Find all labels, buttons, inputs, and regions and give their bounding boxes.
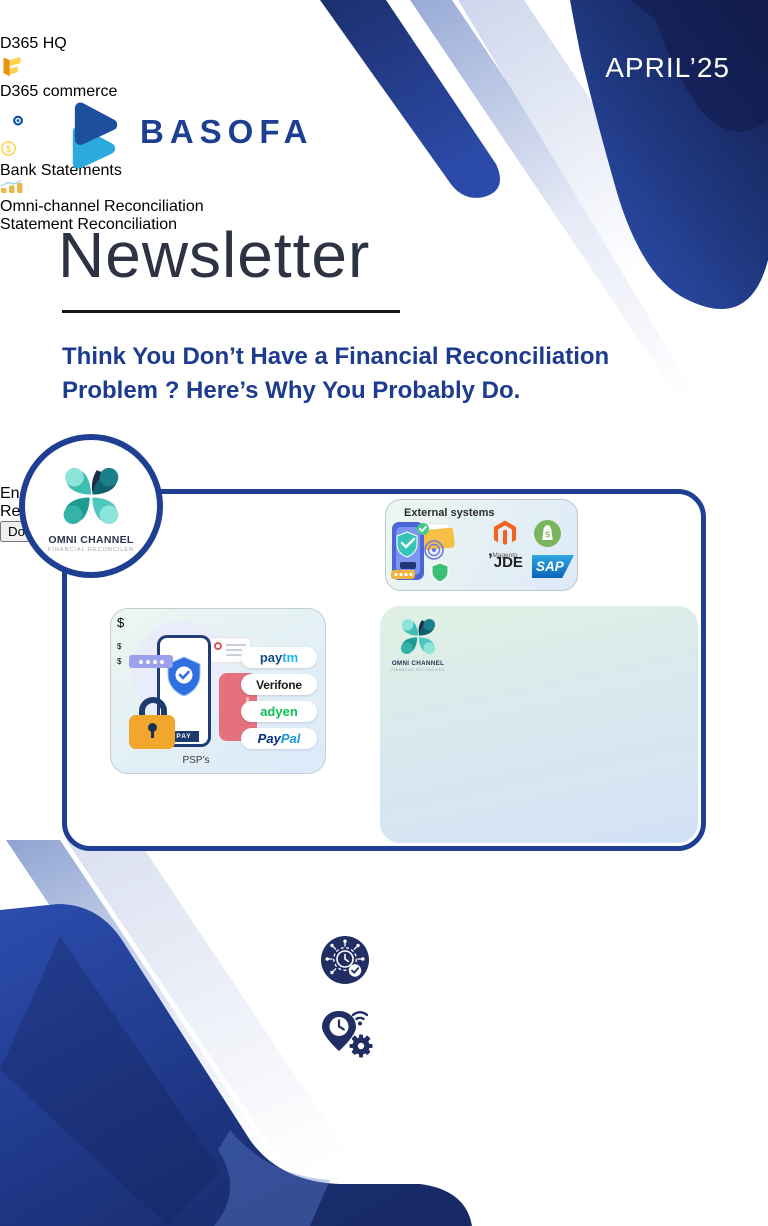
jde-logo: ’JDE	[488, 550, 523, 571]
padlock-icon	[139, 697, 167, 723]
brand-logo: BASOFA	[64, 94, 314, 170]
d365-commerce-label: D365 commerce	[0, 83, 118, 100]
page-title: Newsletter	[58, 219, 371, 291]
statement-reconciliation-label: Statement Reconciliation	[0, 216, 177, 233]
svg-text:$: $	[6, 144, 11, 154]
bank-node	[0, 101, 768, 140]
password-field-icon	[129, 655, 173, 668]
panel-omni-logo: OMNI CHANNEL FINANCIAL RECONCILER	[386, 614, 450, 672]
bank-building-icon	[2, 103, 34, 133]
payments-illustration-icon	[391, 522, 455, 583]
dollar-coin-icon: $	[1, 141, 16, 156]
svg-text:S: S	[545, 531, 551, 540]
connector-external-to-hq	[0, 234, 2, 287]
omni-channel-logo-icon	[400, 618, 436, 655]
d365-hq-label: D365 HQ	[0, 35, 67, 52]
corner-decoration-top-right	[320, 0, 768, 470]
shopify-icon: S	[534, 520, 561, 547]
omni-channel-name: OMNI CHANNEL	[391, 660, 445, 667]
connector-up-to-bank	[0, 373, 2, 485]
real-time-visibility-icon	[322, 1011, 373, 1058]
title-underline	[62, 310, 400, 313]
bank-statements-label: Bank Statements	[0, 162, 122, 179]
external-systems-box: External systems Magento	[385, 499, 578, 591]
d365-commerce-node: D365 commerce	[0, 53, 768, 101]
brand-name: BASOFA	[140, 113, 314, 150]
connector-hq-to-commerce	[0, 292, 2, 320]
bank-statements-badge: $ Bank Statements	[0, 140, 768, 198]
magento-icon	[493, 520, 517, 545]
sap-logo: SAP	[532, 555, 574, 578]
psp-caption: PSP’s	[182, 755, 210, 766]
omni-channel-tagline: FINANCIAL RECONCILER	[47, 546, 135, 553]
pay-button: PAY	[169, 731, 199, 742]
headline: Think You Don’t Have a Financial Reconci…	[62, 343, 610, 405]
verifone-pill: Verifone	[241, 674, 317, 695]
coins-chart-icon	[0, 180, 23, 193]
jde-text: JDE	[493, 554, 523, 571]
d365-hq-node: D365 HQ	[0, 0, 768, 53]
external-systems-label: External systems	[404, 507, 495, 519]
issue-date: APRIL’25	[605, 52, 730, 83]
magento-caption: Magento	[492, 552, 518, 559]
automation-icon	[321, 936, 369, 984]
omni-channel-badge: OMNI CHANNEL FINANCIAL RECONCILER	[19, 434, 163, 578]
omni-channel-logo-icon	[63, 467, 119, 524]
jde-flame-icon: ’	[488, 550, 493, 569]
dollar-coin-icon: $	[117, 615, 125, 630]
d365-icon	[8, 2, 24, 26]
omni-channel-name: OMNI CHANNEL	[48, 533, 134, 546]
adyen-pill: adyen	[241, 701, 317, 722]
connector-psp-down	[0, 320, 2, 372]
omni-channel-tagline: FINANCIAL RECONCILER	[391, 668, 445, 672]
corner-decoration-bottom-left	[0, 840, 472, 1226]
dollar-coin-icon: $	[117, 642, 122, 651]
dollar-coin-icon: $	[117, 657, 122, 666]
omni-channel-reconciliation-label: Omni-channel Reconciliation	[0, 198, 204, 215]
connector-psp-to-label	[0, 287, 61, 289]
connector-bank-to-label	[0, 290, 13, 292]
secure-shield-icon	[167, 656, 201, 697]
d365-commerce-icon	[3, 57, 21, 77]
basofa-logo-icon	[72, 102, 118, 169]
